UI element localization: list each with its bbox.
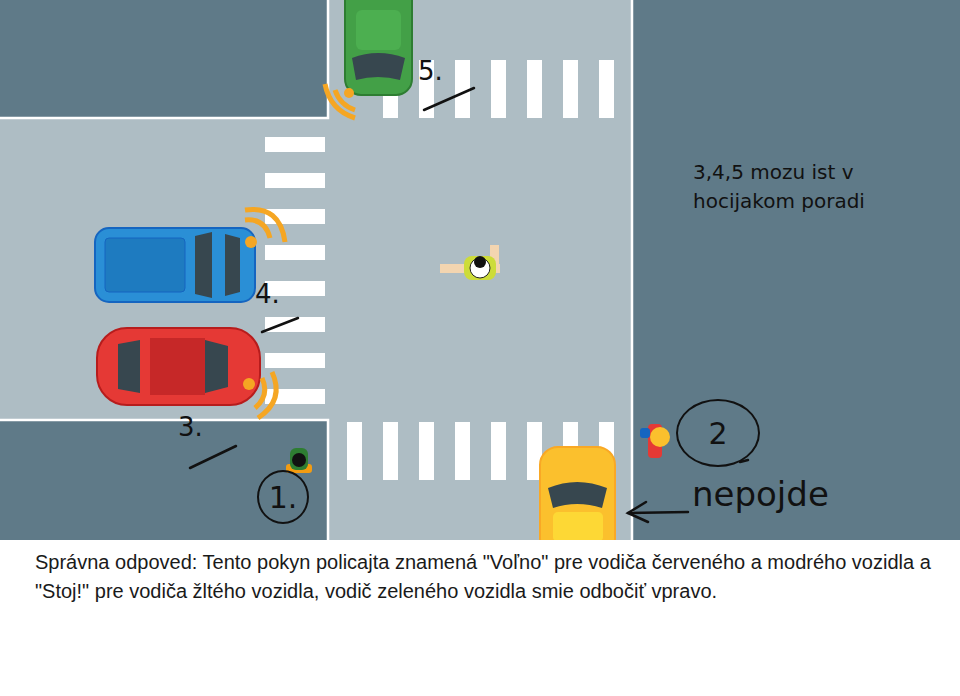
callout-circle: 1.: [257, 470, 309, 524]
note-text: 3,4,5 mozu ist v hocijakom poradi: [693, 158, 908, 216]
callout-number: 5.: [418, 56, 443, 86]
caption: Správna odpoved: Tento pokyn policajta z…: [35, 548, 935, 606]
callout-number: 1.: [269, 480, 298, 515]
callout-number: 4.: [255, 279, 280, 309]
callout-circle: 2: [676, 399, 760, 467]
handwritten-note: nepojde: [692, 474, 829, 514]
callout-number: 3.: [178, 412, 203, 442]
callout-number: 2: [708, 416, 727, 451]
